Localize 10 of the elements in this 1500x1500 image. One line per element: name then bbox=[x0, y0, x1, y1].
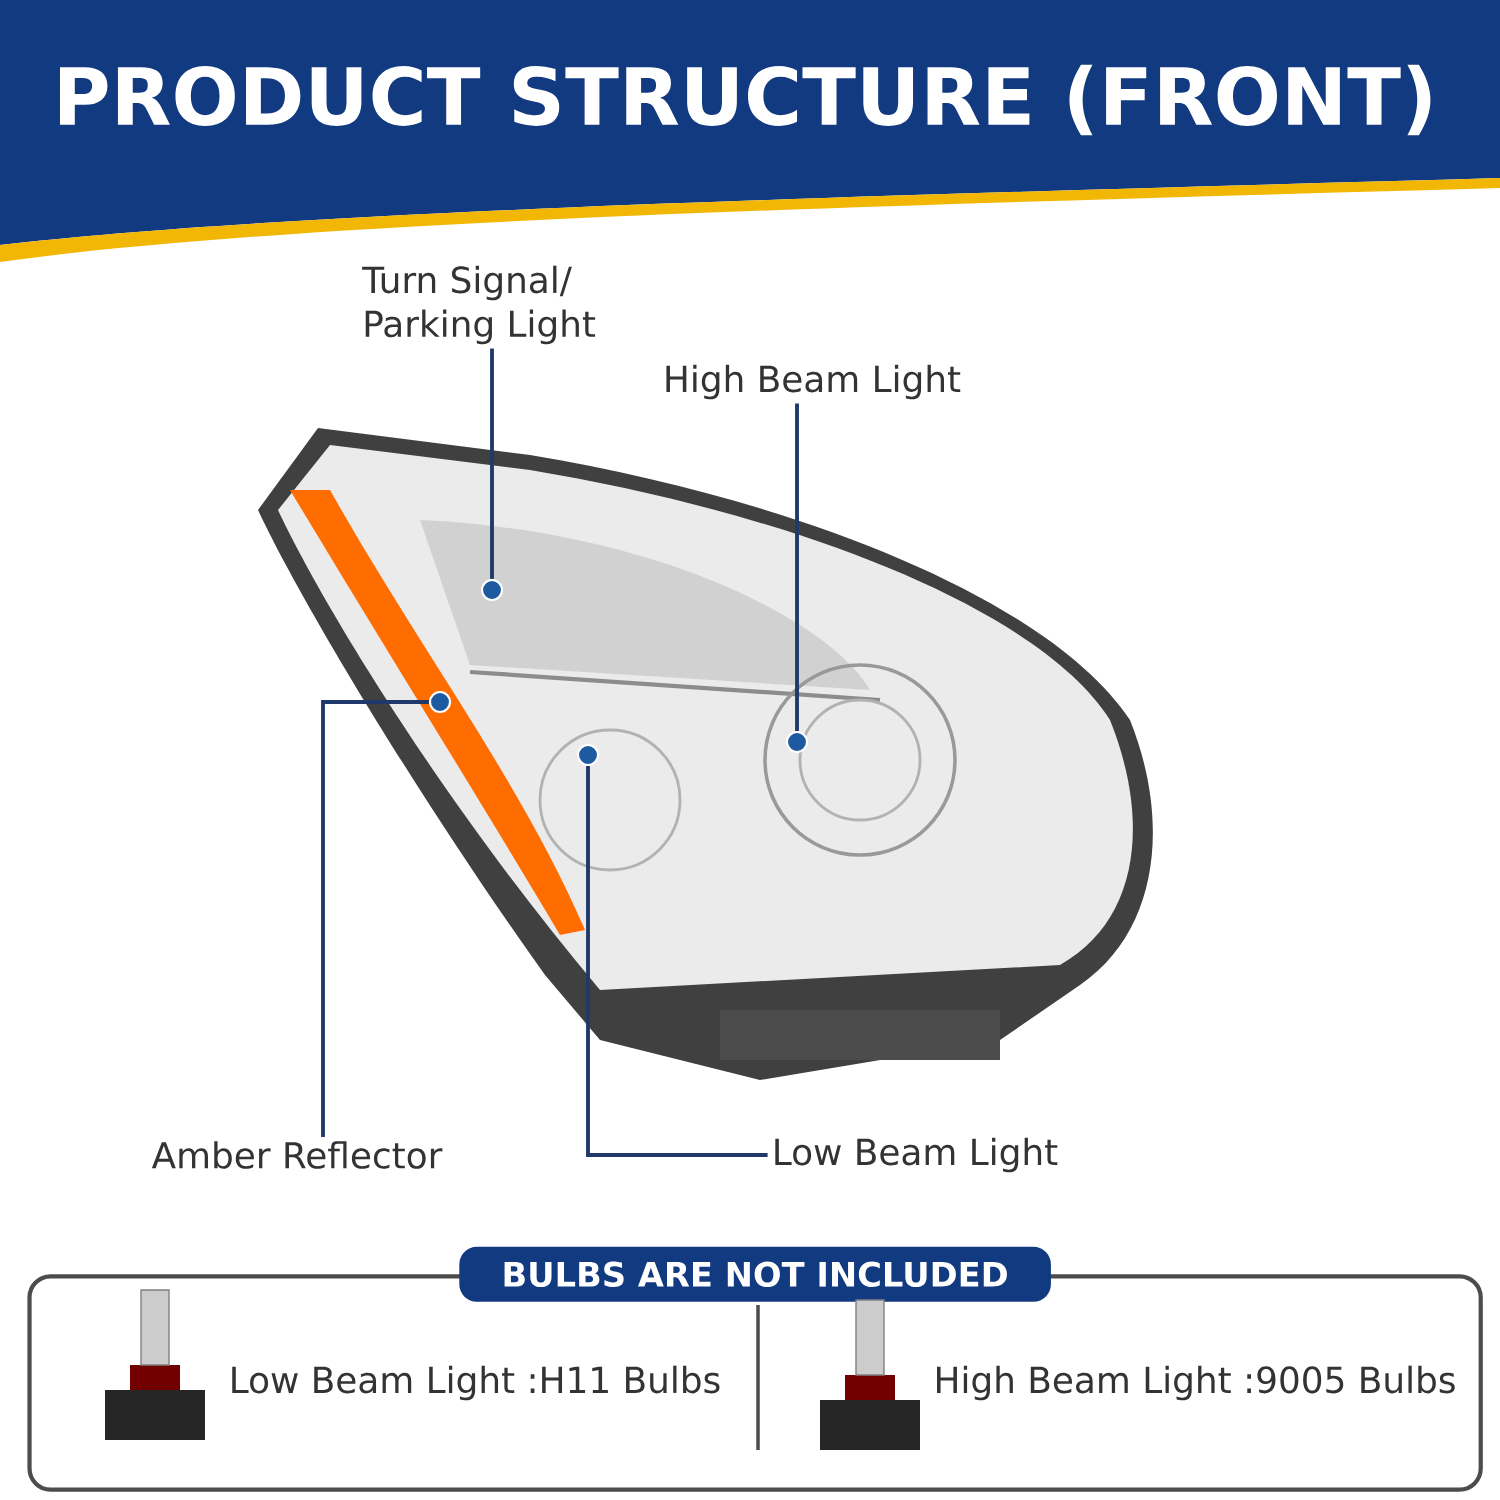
part-label: Low Beam Light bbox=[775, 1137, 1058, 1173]
part-label: Amber Reflector bbox=[151, 1141, 443, 1169]
banner: BULBS ARE NOT INCLUDED bbox=[459, 1246, 1051, 1302]
leader-line bbox=[490, 348, 494, 579]
bulb-label: Low Beam Light :H11 Bulbs bbox=[232, 1365, 720, 1401]
part-label: Turn Signal/ Parking Light bbox=[362, 265, 596, 345]
bulb-label: High Beam Light :9005 Bulbs bbox=[937, 1365, 1455, 1401]
leader-line bbox=[586, 766, 768, 1157]
part-label: High Beam Light bbox=[666, 364, 961, 400]
title: PRODUCT STRUCTURE (FRONT) bbox=[59, 64, 1431, 136]
